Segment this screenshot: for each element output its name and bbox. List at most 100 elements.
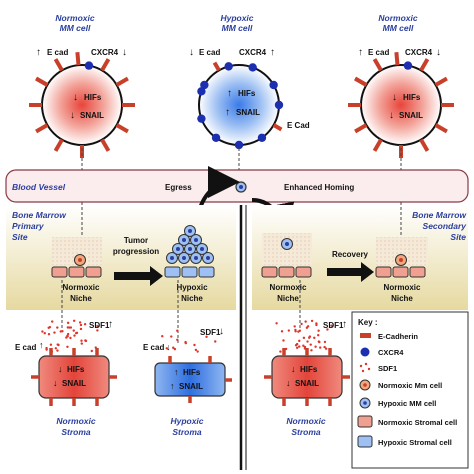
sdf1-dot	[80, 342, 83, 345]
sdf1-dot	[66, 332, 70, 336]
snail-label: SNAIL	[179, 382, 203, 391]
up-arrow-icon: ↑	[358, 47, 363, 58]
normoxic-stromal-key-icon	[357, 415, 373, 428]
hypoxic-stromal-key-icon	[357, 435, 373, 448]
sdf1-dot	[306, 325, 310, 328]
cxcr4-label: CXCR4	[239, 48, 267, 57]
sdf1-dot	[176, 329, 179, 332]
e-cadherin-spike	[115, 76, 129, 87]
down-arrow-icon: ↓	[189, 47, 194, 58]
title-line-2: MM cell	[222, 23, 253, 33]
niche-label-2: Niche	[277, 294, 299, 303]
niche-label-2: Niche	[181, 294, 203, 303]
sdf1-dot	[302, 344, 305, 347]
sdf1-dot	[53, 331, 56, 334]
cxcr4-dot	[200, 80, 209, 90]
e-cadherin-spike	[419, 58, 430, 72]
stromal-cell	[278, 266, 295, 278]
hypoxic-mm-nucleus	[188, 247, 192, 251]
sdf1-dot	[193, 343, 196, 347]
sdf1-dot	[56, 343, 59, 346]
snail-label: SNAIL	[236, 108, 260, 117]
e-cadherin-spikes	[264, 348, 350, 406]
down-arrow-icon: ↓	[392, 92, 397, 103]
cxcr4-dot	[234, 140, 244, 150]
hypoxic-mm-cell: Hypoxic MM cell E cad ↓ CXCR4 ↑ HIFs ↑ S…	[189, 13, 310, 150]
sdf1-dot	[298, 345, 301, 348]
stromal-cell	[392, 266, 409, 278]
sdf1-dot	[96, 329, 99, 332]
stromal-cell	[261, 266, 278, 278]
sdf1-dot	[56, 326, 59, 329]
sdf1-dot	[214, 340, 217, 343]
snail-label: SNAIL	[295, 379, 319, 388]
sdf1-dot	[295, 342, 299, 346]
blood-vessel: Blood Vessel Egress Enhanced Homing	[5, 169, 469, 203]
sdf1-dot	[302, 336, 306, 340]
key-item: CXCR4	[378, 348, 404, 357]
sdf1-dot	[184, 340, 187, 344]
sdf1-dot	[315, 323, 318, 327]
sdf1-dot	[313, 336, 316, 340]
sdf1-dot	[297, 330, 300, 333]
up-arrow-icon: ↑	[39, 340, 44, 350]
sdf1-dot	[318, 340, 321, 344]
sdf1-dot	[303, 345, 307, 349]
down-arrow-icon: ↓	[291, 364, 296, 374]
hypoxic-mm-nucleus	[194, 238, 198, 242]
sdf1-label: SDF1	[200, 328, 221, 337]
sdf1-dot	[310, 319, 314, 323]
site-line-3: Site	[450, 232, 466, 242]
sdf1-dot	[298, 339, 301, 343]
sdf1-dot	[66, 345, 69, 349]
secondary-site: Bone Marrow Secondary Site Normoxic Nich…	[252, 205, 468, 310]
sdf1-dot	[45, 348, 48, 351]
sdf1-dot	[300, 322, 303, 326]
site-line-2: Primary	[12, 221, 45, 231]
e-cadherin-spike	[35, 123, 49, 134]
down-arrow-icon: ↓	[389, 110, 394, 121]
sdf1-dot	[83, 323, 87, 326]
e-cadherin-spike	[354, 76, 368, 87]
sdf1-dot	[310, 349, 313, 352]
e-cadherin-spikes	[168, 356, 232, 403]
up-arrow-icon: ↑	[174, 367, 179, 377]
normoxic-mm-cell-left: Normoxic MM cell E cad ↑ CXCR4 ↓ HIFs ↓ …	[29, 13, 135, 158]
hypoxic-mm-nucleus	[170, 256, 174, 260]
up-arrow-icon: ↑	[342, 319, 347, 330]
stromal-cell	[198, 266, 215, 278]
site-line-2: Secondary	[423, 221, 468, 231]
cxcr4-dot	[403, 61, 413, 70]
niche-label-1: Hypoxic	[176, 283, 208, 292]
sdf1-dot	[79, 327, 83, 331]
sdf1-dot	[65, 336, 68, 339]
stroma-label-1: Hypoxic	[170, 416, 203, 426]
site-line-3: Site	[12, 232, 28, 242]
progression-label-2: progression	[113, 247, 159, 256]
sdf1-dot	[72, 329, 75, 332]
e-cad-label: E cad	[368, 48, 389, 57]
sdf1-dot	[69, 336, 72, 340]
sdf1-dot	[90, 349, 93, 353]
title-line-2: MM cell	[383, 23, 414, 33]
sdf1-dot	[72, 319, 76, 322]
hypoxic-mm-nucleus	[194, 256, 198, 260]
site-line-1: Bone Marrow	[412, 210, 467, 220]
up-arrow-icon: ↑	[227, 88, 232, 99]
e-cadherin-spike	[434, 123, 448, 134]
title-line-1: Hypoxic	[220, 13, 253, 23]
e-cad-label: E cad	[199, 48, 220, 57]
stromal-cell	[51, 266, 68, 278]
sdf1-dot	[80, 339, 83, 342]
sdf1-dot	[78, 321, 82, 324]
hifs-label: HIFs	[183, 368, 201, 377]
sdf1-dot	[66, 334, 69, 338]
stroma-label-2: Stroma	[291, 427, 321, 437]
e-cad-label: E cad	[15, 343, 36, 352]
sdf1-dot	[173, 347, 177, 351]
cxcr4-dots	[197, 62, 284, 150]
stromal-cell	[181, 266, 198, 278]
up-arrow-icon: ↑	[225, 107, 230, 118]
cxcr4-label: CXCR4	[91, 48, 119, 57]
sdf1-dot	[323, 340, 327, 344]
